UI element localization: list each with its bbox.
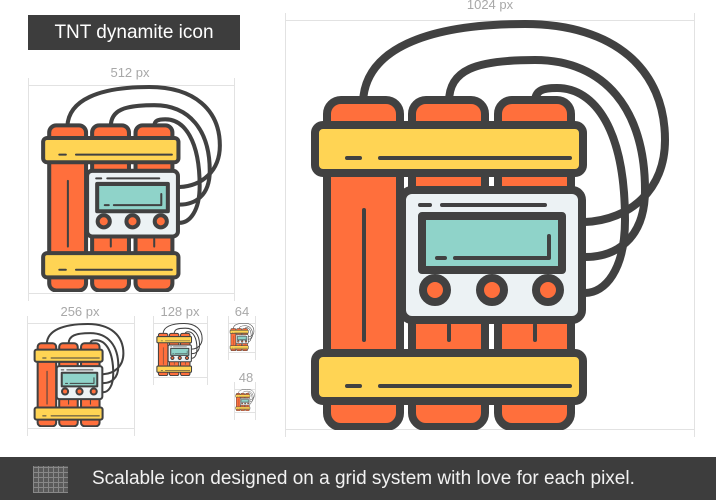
dynamite-icon-64	[229, 323, 255, 351]
dynamite-icon-128	[156, 323, 203, 376]
size-label-64: 64	[234, 304, 250, 319]
dynamite-icon-1024	[285, 20, 695, 430]
footer-bar: Scalable icon designed on a grid system …	[0, 457, 716, 500]
size-label-256: 256 px	[60, 304, 100, 319]
dynamite-icon-256	[33, 323, 125, 427]
size-label-128: 128 px	[160, 304, 200, 319]
frame-512	[28, 78, 235, 301]
size-label-512: 512 px	[110, 65, 150, 80]
frame-48	[234, 382, 256, 420]
footer-text: Scalable icon designed on a grid system …	[92, 468, 635, 489]
size-label-1024: 1024 px	[466, 0, 514, 12]
grid-icon	[33, 466, 68, 493]
page-title: TNT dynamite icon	[28, 15, 240, 50]
size-label-48: 48	[238, 370, 254, 385]
dynamite-icon-48	[235, 389, 255, 411]
dynamite-icon-512	[28, 85, 235, 292]
frame-1024	[285, 13, 695, 437]
